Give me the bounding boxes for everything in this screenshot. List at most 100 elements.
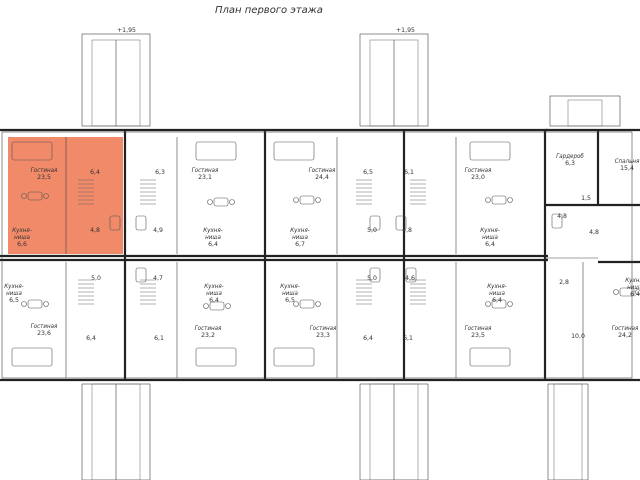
sofa-icon — [469, 347, 511, 367]
room-area: 24,4 — [315, 174, 329, 181]
table-icon — [209, 301, 225, 311]
room-label: Гостиная — [31, 167, 58, 174]
room-area: 6,3 — [565, 160, 575, 167]
room-area: 24,2 — [618, 332, 632, 339]
room-area: 6,4 — [208, 241, 218, 248]
porch-mark: +1,95 — [396, 27, 415, 34]
room-label: Гостиная — [310, 325, 337, 332]
porch-top-right: +1,95 — [359, 27, 429, 127]
room-r27: 5,0 — [367, 275, 377, 282]
sofa-icon — [11, 347, 53, 367]
room-area: 23,0 — [471, 174, 485, 181]
table-icon — [299, 299, 315, 309]
room-area: 5,0 — [91, 275, 101, 282]
room-r40: 10,0 — [571, 333, 585, 340]
room-area: 6,4 — [630, 291, 640, 298]
sofa-icon — [195, 347, 237, 367]
room-r5: 6,3 — [155, 169, 165, 176]
toilet-icon — [369, 267, 381, 283]
room-label: ниша — [205, 234, 221, 241]
chair-icon — [315, 197, 321, 203]
room-label: Кухня- — [487, 283, 507, 290]
room-label: Кухня- — [203, 227, 223, 234]
table-icon — [213, 197, 229, 207]
room-area: 6,6 — [17, 241, 27, 248]
toilet-icon — [135, 267, 147, 283]
table-icon — [619, 287, 635, 297]
room-r7: 4,9 — [153, 227, 163, 234]
porch-top-left: +1,95 — [81, 27, 151, 127]
porch-mark: +1,95 — [117, 27, 136, 34]
chair-icon — [43, 301, 49, 307]
room-area: 23,2 — [201, 332, 215, 339]
room-label: Кухня- — [204, 283, 224, 290]
room-area: 23,5 — [37, 174, 51, 181]
sofa-icon — [273, 347, 315, 367]
room-area: 4,6 — [405, 275, 415, 282]
room-r20: 4,8 — [557, 213, 567, 220]
room-label: Гостиная — [31, 323, 58, 330]
room-label: ниша — [6, 290, 22, 297]
room-label: ниша — [489, 290, 505, 297]
room-area: 4,8 — [589, 229, 599, 236]
room-label: Кухня- — [625, 277, 640, 284]
room-area: 10,0 — [571, 333, 585, 340]
chair-icon — [507, 301, 513, 307]
sofa-icon — [273, 141, 315, 161]
room-area: 6,7 — [295, 241, 305, 248]
room-label: Гостиная — [309, 167, 336, 174]
room-r12: 5,0 — [367, 227, 377, 234]
toilet-icon — [405, 267, 417, 283]
room-label: ниша — [206, 290, 222, 297]
room-r30: 2,8 — [559, 279, 569, 286]
room-area: 4,8 — [402, 227, 412, 234]
table-icon — [491, 195, 507, 205]
furniture — [11, 141, 640, 367]
chair-icon — [293, 197, 299, 203]
room-area: 23,3 — [316, 332, 330, 339]
room-r4: 4,8 — [90, 227, 100, 234]
chair-icon — [43, 193, 49, 199]
room-area: 6,4 — [492, 297, 502, 304]
room-r33: 6,4 — [86, 335, 96, 342]
room-area: 1,5 — [581, 195, 591, 202]
room-label: ниша — [292, 234, 308, 241]
walls — [0, 128, 640, 382]
room-area: 6,5 — [363, 169, 373, 176]
toilet-icon — [551, 213, 563, 229]
room-area: 15,4 — [620, 165, 634, 172]
chair-icon — [229, 199, 235, 205]
room-area: 6,4 — [363, 335, 373, 342]
room-label: Спальня — [615, 158, 640, 165]
room-r15: 4,8 — [402, 227, 412, 234]
room-area: 6,5 — [9, 297, 19, 304]
room-label: Кухня- — [4, 283, 24, 290]
room-area: 5,0 — [367, 275, 377, 282]
chair-icon — [21, 193, 27, 199]
room-r23: 5,0 — [91, 275, 101, 282]
room-r34: 6,1 — [154, 335, 164, 342]
room-area: 23,1 — [198, 174, 212, 181]
room-label: Гостиная — [612, 325, 639, 332]
room-area: 6,4 — [86, 335, 96, 342]
room-area: 6,1 — [154, 335, 164, 342]
porch-stairs: +1,95 +1,95 — [81, 27, 621, 480]
room-area: 6,4 — [209, 297, 219, 304]
room-r19: 1,5 — [581, 195, 591, 202]
table-icon — [27, 191, 43, 201]
